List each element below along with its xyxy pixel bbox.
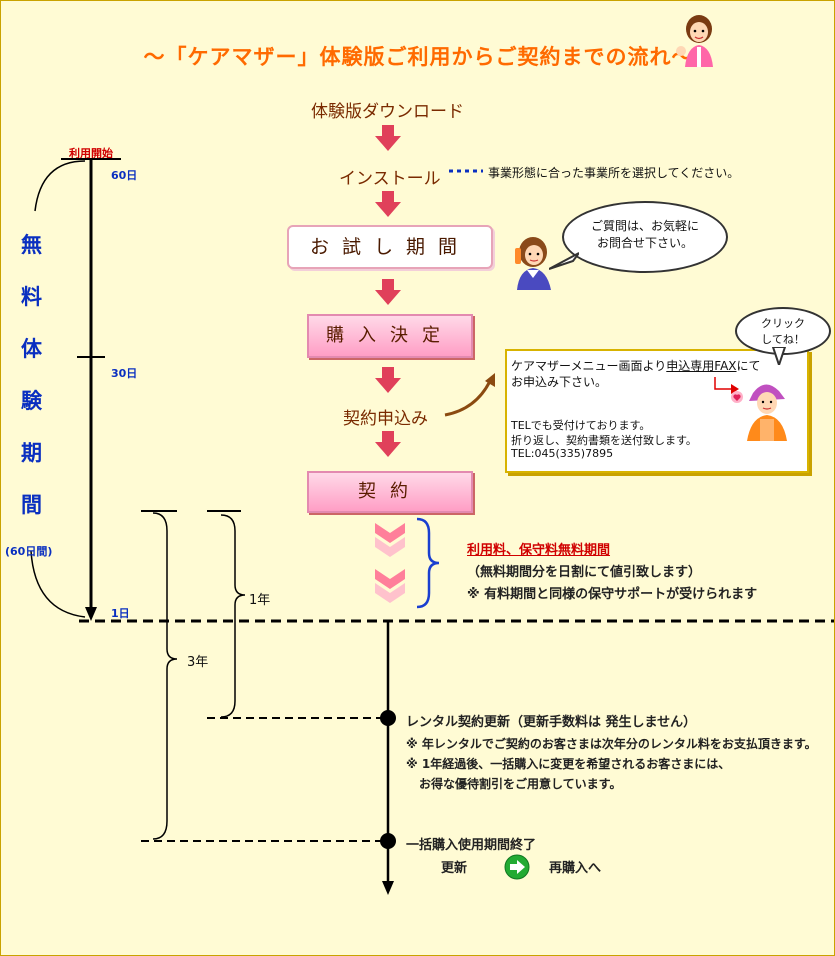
click-line1: クリック — [761, 317, 805, 330]
speech-tail — [771, 347, 787, 365]
trial-period-box: お試し期間 — [287, 225, 493, 269]
clickable-woman-icon[interactable] — [727, 379, 797, 441]
step-install: インストール — [339, 169, 441, 189]
fax-line1-prefix: ケアマザーメニュー画面より — [511, 359, 667, 373]
start-label: 利用開始 — [69, 147, 113, 160]
step-apply: 契約申込み — [343, 409, 428, 429]
rental-note-1: ※ 年レンタルでご契約のお客さまは次年分のレンタル料をお支払頂きます。 — [406, 737, 817, 751]
free-period-length: (60日間) — [5, 545, 53, 558]
rental-renewal-title: レンタル契約更新（更新手数料は 発生しません） — [406, 715, 697, 730]
day-60-label: 60日 — [111, 169, 138, 182]
install-note: 事業形態に合った事業所を選択してください。 — [488, 166, 740, 180]
one-year-label: 1年 — [249, 593, 271, 608]
down-arrow-icon — [375, 367, 401, 393]
curved-arrow-icon — [444, 373, 495, 417]
woman-on-phone-illustration — [515, 237, 551, 290]
down-arrow-icon — [375, 431, 401, 457]
fax-line2: お申込み下さい。 — [511, 375, 608, 389]
step-download: 体験版ダウンロード — [311, 102, 464, 122]
down-arrow-icon — [375, 279, 401, 305]
tel-line2: 折り返し、契約書類を送付致します。 — [511, 434, 697, 447]
down-arrow-icon — [375, 191, 401, 217]
contract-box: 契約 — [307, 471, 473, 513]
down-arrow-icon — [375, 125, 401, 151]
question-line2: お問合せ下さい。 — [596, 236, 693, 250]
dotted-connector — [449, 169, 483, 173]
fax-link[interactable]: 申込専用FAX — [666, 359, 737, 373]
page-title: ～「ケアマザー」体験版ご利用からご契約までの流れ～ — [143, 45, 694, 69]
day-30-label: 30日 — [111, 367, 138, 380]
free-trial-char-2: 料 — [21, 285, 42, 309]
question-line1: ご質問は、お気軽に — [590, 219, 699, 233]
free-trial-char-6: 間 — [21, 493, 42, 517]
click-line2: してね！ — [761, 333, 805, 346]
three-year-label: 3年 — [187, 655, 209, 670]
free-fee-support: ※ 有料期間と同様の保守サポートが受けられます — [467, 587, 758, 602]
fax-application-info: ケアマザーメニュー画面より申込専用FAXにて お申込み下さい。 TELでも受付け… — [505, 349, 809, 473]
curly-brace — [416, 517, 440, 609]
rental-note-2: ※ 1年経過後、一括購入に変更を希望されるお客さまには、 — [406, 757, 731, 771]
free-trial-char-3: 体 — [21, 337, 42, 361]
day-1-label: 1日 — [111, 607, 130, 620]
renew-label: 更新 — [441, 861, 468, 876]
right-arrow-icon — [504, 854, 530, 880]
tel-number: TEL:045(335)7895 — [511, 447, 614, 460]
free-trial-char-1: 無 — [21, 233, 42, 257]
purchase-decision-box: 購入決定 — [307, 314, 473, 358]
free-trial-char-5: 期 — [21, 441, 42, 465]
tel-line1: TELでも受付けております。 — [511, 419, 651, 432]
bulk-purchase-title: 一括購入使用期間終了 — [406, 838, 537, 853]
free-fee-title: 利用料、保守料無料期間 — [467, 543, 611, 558]
chevron-down-icon — [375, 523, 405, 603]
question-speech-bubble: ご質問は、お気軽に お問合せ下さい。 — [562, 201, 728, 273]
red-pointer-arrow-icon — [714, 377, 739, 394]
free-fee-discount: （無料期間分を日割にて値引致します） — [467, 565, 702, 580]
speech-tail — [549, 252, 579, 270]
free-trial-char-4: 験 — [21, 389, 42, 413]
fax-line1-suffix: にて — [736, 359, 761, 373]
free-trial-timeline — [30, 158, 121, 621]
woman-waving-illustration — [676, 15, 713, 67]
rental-note-3: お得な優待割引をご用意しています。 — [419, 777, 622, 791]
repurchase-label: 再購入へ — [549, 861, 602, 876]
